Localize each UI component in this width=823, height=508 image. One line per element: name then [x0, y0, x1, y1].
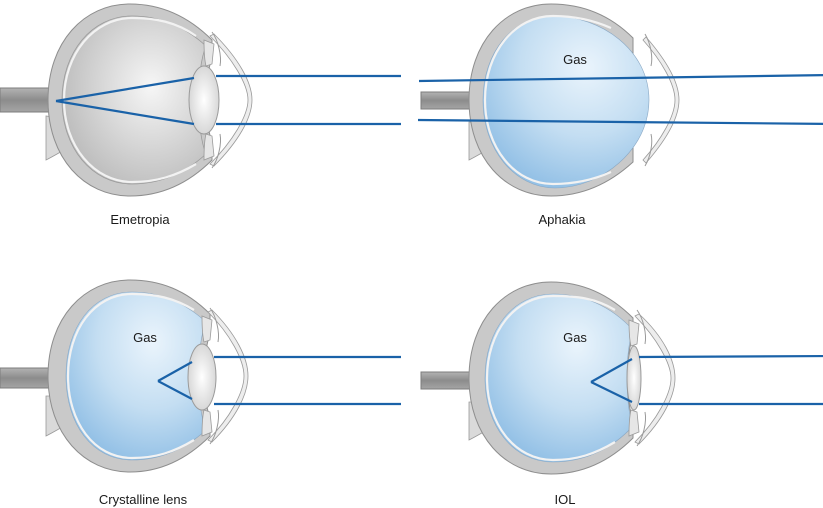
panel-caption: IOL — [555, 492, 576, 507]
light-ray-upper — [418, 74, 823, 83]
eyelid-line — [209, 307, 219, 343]
light-ray-upper-refracted — [157, 361, 193, 382]
panel-emetropia: Emetropia — [0, 3, 401, 227]
eyelid-line — [644, 33, 653, 67]
ciliary-body — [203, 133, 215, 161]
vitreous — [61, 15, 207, 185]
ciliary-body — [201, 409, 213, 437]
panel-crystalline-lens: Gas Crystalline lens — [0, 279, 401, 507]
gas-bubble — [482, 15, 650, 189]
ciliary-body — [203, 39, 215, 67]
eye-iol: Gas — [420, 281, 676, 475]
light-ray-upper-refracted — [55, 76, 195, 103]
eyelid-line — [644, 133, 653, 167]
panel-caption: Aphakia — [539, 212, 587, 227]
light-ray-lower-refracted — [590, 381, 633, 403]
light-ray-lower-refracted — [55, 99, 195, 126]
light-ray-upper-incoming — [638, 354, 823, 359]
eyelid-line — [636, 309, 646, 345]
eyelid-line — [209, 409, 219, 445]
ciliary-body — [628, 409, 640, 437]
choroid-line — [483, 14, 612, 186]
gas-label: Gas — [133, 330, 157, 345]
gas-label: Gas — [563, 330, 587, 345]
panel-aphakia: Gas Aphakia — [417, 3, 823, 227]
choroid-line — [66, 292, 195, 460]
eye-emetropia — [0, 3, 253, 197]
eye-aphakia: Gas — [420, 3, 680, 197]
panel-caption: Crystalline lens — [99, 492, 188, 507]
crystalline-lens — [187, 343, 217, 411]
light-ray-lower — [417, 118, 823, 126]
cornea — [209, 33, 253, 167]
panel-iol: Gas IOL — [420, 281, 823, 507]
intraocular-lens — [626, 345, 642, 411]
eye-crystalline-lens: Gas — [0, 279, 249, 473]
ciliary-body — [628, 319, 640, 347]
light-ray-lower-refracted — [157, 380, 193, 400]
cornea — [642, 36, 680, 164]
crystalline-lens — [188, 65, 220, 135]
eyelid-line — [636, 411, 646, 447]
light-ray-upper-refracted — [590, 358, 633, 383]
choroid-line — [485, 294, 616, 462]
panel-caption: Emetropia — [110, 212, 170, 227]
eyelid-line — [211, 133, 221, 169]
eyelid-line — [211, 31, 221, 67]
gas-label: Gas — [563, 52, 587, 67]
ciliary-body — [201, 315, 213, 343]
cornea — [207, 309, 249, 443]
